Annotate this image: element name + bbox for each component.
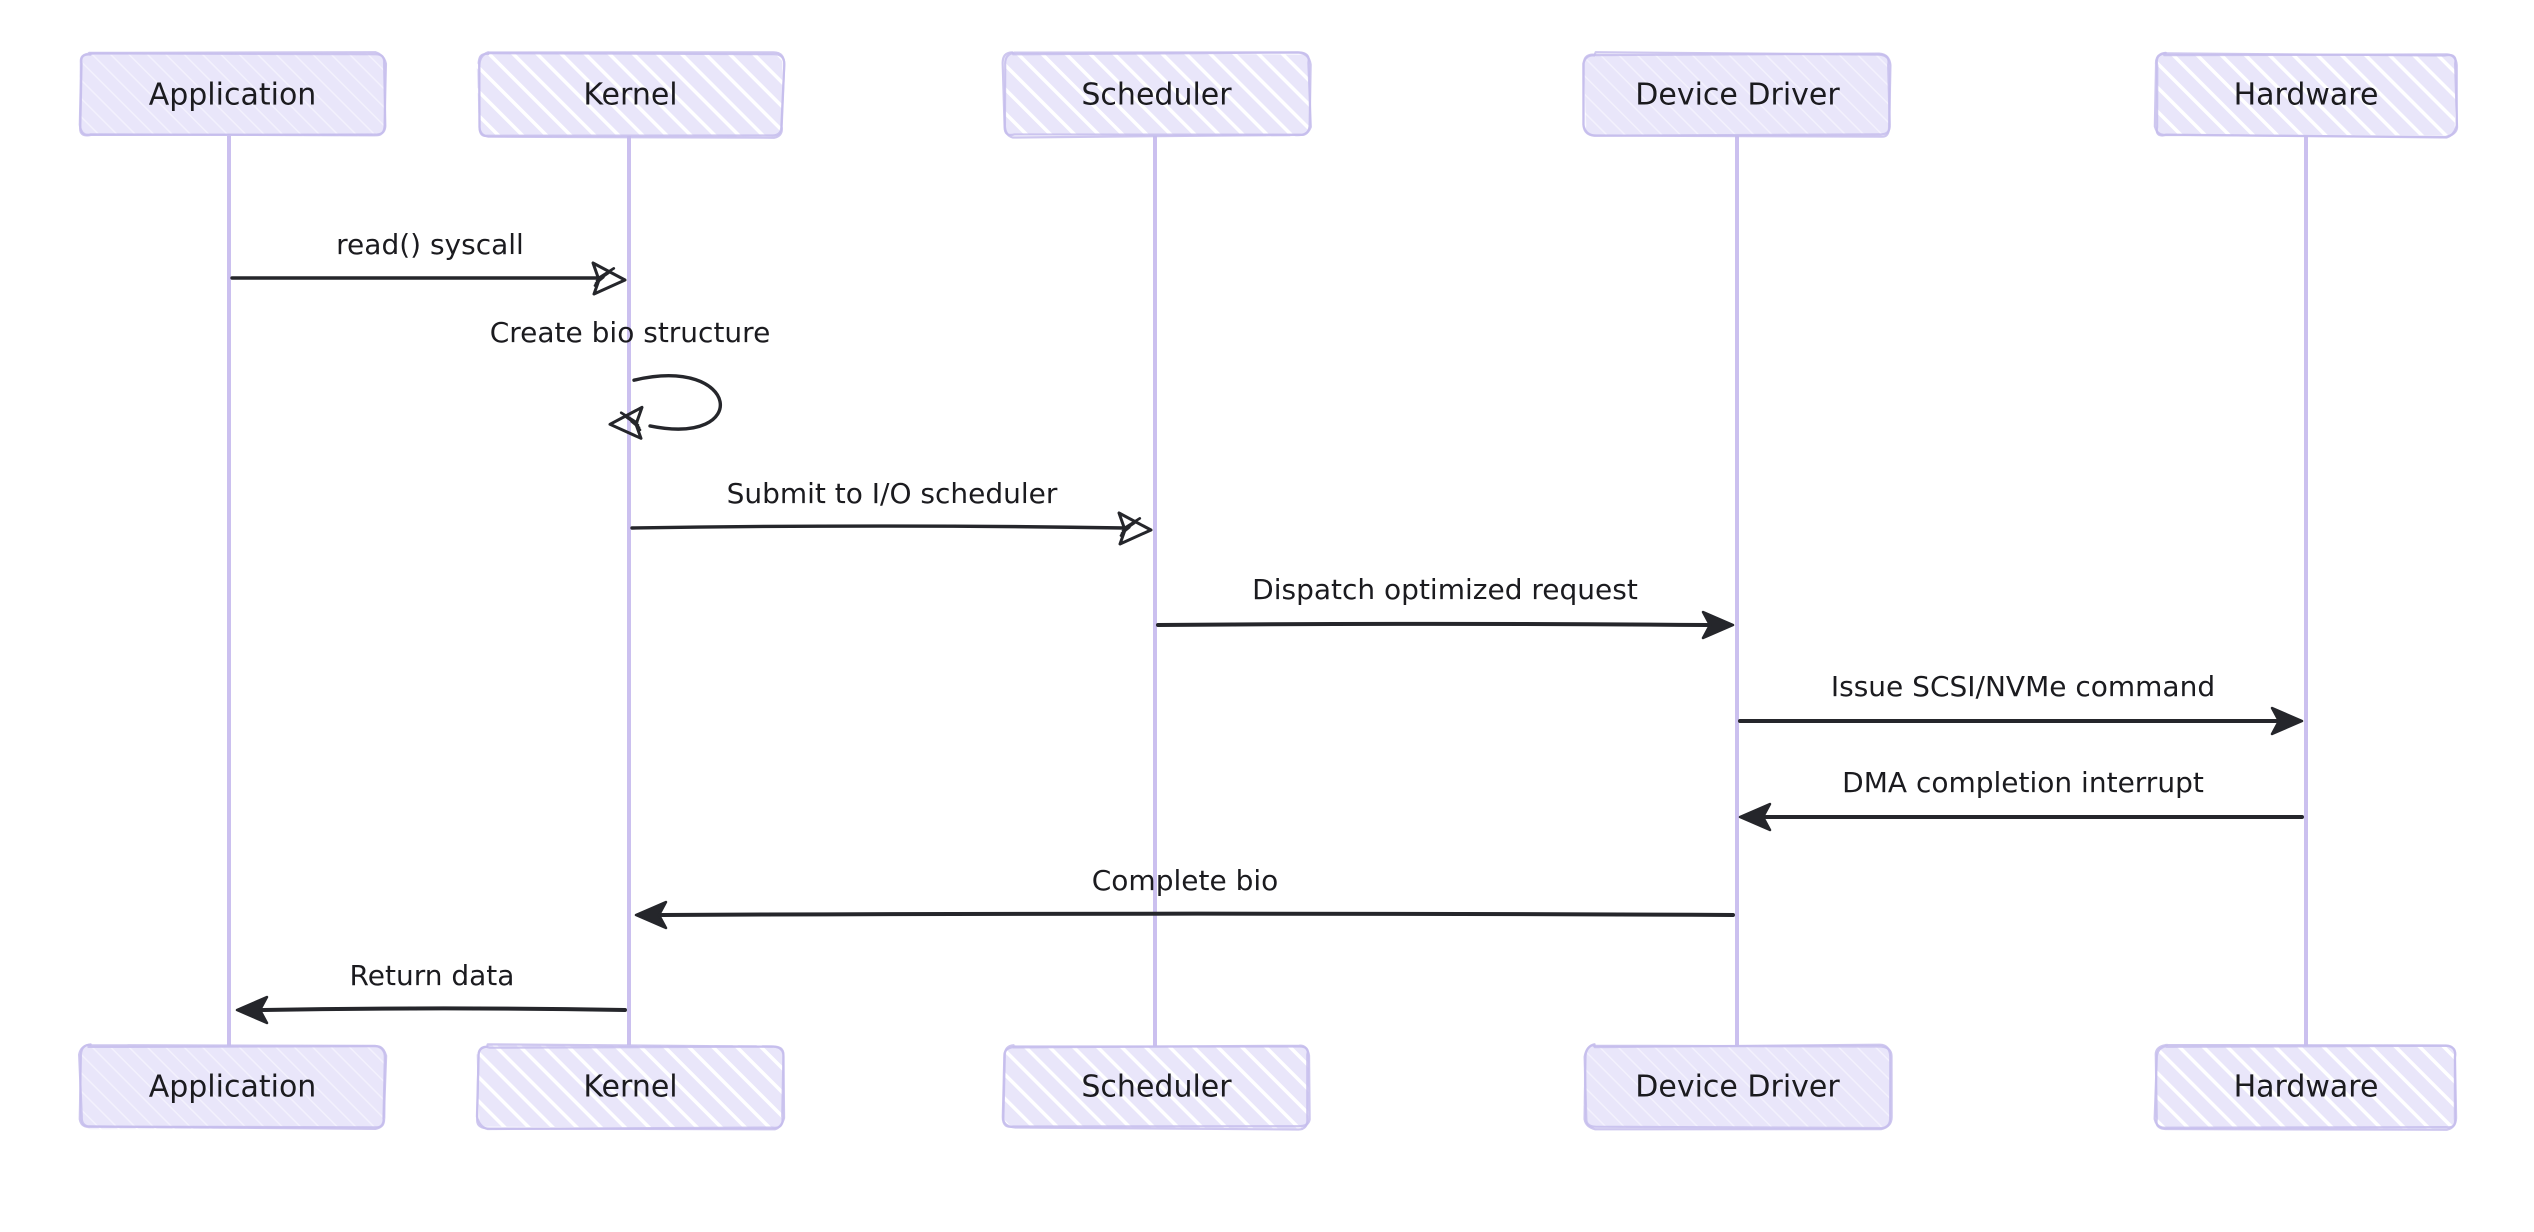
box-outline bbox=[2153, 51, 2458, 139]
box-outline bbox=[1002, 1044, 1309, 1131]
message-label-msg-return-data: Return data bbox=[350, 959, 515, 992]
participant-box-application-top[interactable]: Application bbox=[78, 51, 388, 137]
participant-label-hardware: Hardware bbox=[2234, 1070, 2379, 1105]
message-label-msg-issue-command: Issue SCSI/NVMe command bbox=[1831, 670, 2215, 703]
box-fill bbox=[476, 52, 783, 137]
lifelines-layer bbox=[227, 136, 2308, 1046]
message-label-msg-complete-bio: Complete bio bbox=[1092, 864, 1279, 897]
box-outline bbox=[1583, 1043, 1893, 1131]
message-msg-return-data[interactable]: Return data bbox=[235, 959, 627, 1025]
box-outline bbox=[477, 51, 786, 137]
message-label-msg-dma-interrupt: DMA completion interrupt bbox=[1842, 766, 2204, 799]
message-msg-create-bio[interactable]: Create bio structure bbox=[490, 316, 771, 440]
arrowhead-solid bbox=[1738, 802, 1772, 832]
box-fill bbox=[2156, 52, 2457, 136]
box-sheen bbox=[80, 1045, 387, 1130]
box-outline bbox=[78, 51, 388, 137]
participant-box-scheduler-top[interactable]: Scheduler bbox=[1001, 51, 1312, 139]
message-label-msg-dispatch-request: Dispatch optimized request bbox=[1252, 573, 1638, 606]
participant-label-device-driver: Device Driver bbox=[1635, 78, 1840, 113]
participant-boxes-layer: ApplicationApplicationKernelKernelSchedu… bbox=[78, 51, 2459, 1131]
message-msg-read-syscall[interactable]: read() syscall bbox=[230, 228, 627, 296]
message-msg-issue-command[interactable]: Issue SCSI/NVMe command bbox=[1738, 670, 2304, 736]
box-fill bbox=[476, 1044, 784, 1129]
participant-box-kernel-bottom[interactable]: Kernel bbox=[475, 1043, 786, 1131]
box-sheen bbox=[79, 52, 387, 137]
participant-label-application: Application bbox=[149, 78, 317, 113]
participant-label-device-driver: Device Driver bbox=[1635, 1070, 1840, 1105]
message-line bbox=[660, 911, 1735, 917]
message-msg-submit-scheduler[interactable]: Submit to I/O scheduler bbox=[630, 477, 1153, 546]
participant-label-hardware: Hardware bbox=[2234, 78, 2379, 113]
box-outline bbox=[476, 1045, 786, 1131]
box-sheen bbox=[1584, 53, 1890, 136]
participant-label-kernel: Kernel bbox=[583, 78, 677, 113]
participant-box-device-driver-top[interactable]: Device Driver bbox=[1582, 51, 1892, 138]
participant-box-device-driver-bottom[interactable]: Device Driver bbox=[1583, 1043, 1893, 1131]
message-line bbox=[1156, 621, 1709, 627]
box-fill bbox=[1003, 52, 1310, 137]
participant-box-kernel-top[interactable]: Kernel bbox=[476, 51, 786, 139]
participant-label-kernel: Kernel bbox=[583, 1070, 677, 1105]
arrowhead-solid bbox=[1701, 610, 1735, 640]
box-outline bbox=[1582, 52, 1891, 137]
self-loop-path bbox=[632, 374, 722, 431]
message-msg-dma-interrupt[interactable]: DMA completion interrupt bbox=[1738, 766, 2304, 832]
message-label-msg-submit-scheduler: Submit to I/O scheduler bbox=[727, 477, 1058, 510]
participant-box-hardware-top[interactable]: Hardware bbox=[2153, 51, 2459, 139]
message-label-msg-read-syscall: read() syscall bbox=[336, 228, 524, 261]
box-outline bbox=[1003, 51, 1312, 139]
arrowhead-solid bbox=[235, 995, 269, 1025]
arrowhead-sketch bbox=[608, 405, 644, 440]
arrowhead-solid bbox=[634, 900, 668, 930]
arrowhead-sketch bbox=[1117, 511, 1153, 546]
box-outline bbox=[78, 1043, 388, 1129]
message-msg-dispatch-request[interactable]: Dispatch optimized request bbox=[1156, 573, 1735, 640]
box-outline bbox=[2154, 1043, 2458, 1131]
arrowhead-sketch bbox=[591, 261, 627, 296]
participant-label-application: Application bbox=[149, 1070, 317, 1105]
participant-box-application-bottom[interactable]: Application bbox=[78, 1043, 388, 1131]
box-fill bbox=[2155, 1044, 2456, 1129]
arrowhead-solid bbox=[2270, 706, 2304, 736]
participant-box-hardware-bottom[interactable]: Hardware bbox=[2153, 1043, 2458, 1131]
message-label-msg-create-bio: Create bio structure bbox=[490, 316, 771, 349]
participant-box-scheduler-bottom[interactable]: Scheduler bbox=[1001, 1044, 1311, 1131]
participant-label-scheduler: Scheduler bbox=[1081, 1070, 1232, 1105]
participant-label-scheduler: Scheduler bbox=[1081, 78, 1232, 113]
message-msg-complete-bio[interactable]: Complete bio bbox=[634, 864, 1735, 930]
message-line bbox=[630, 524, 1127, 530]
box-fill bbox=[1003, 1045, 1310, 1129]
message-line bbox=[261, 1006, 627, 1012]
box-sheen bbox=[1583, 1046, 1891, 1128]
